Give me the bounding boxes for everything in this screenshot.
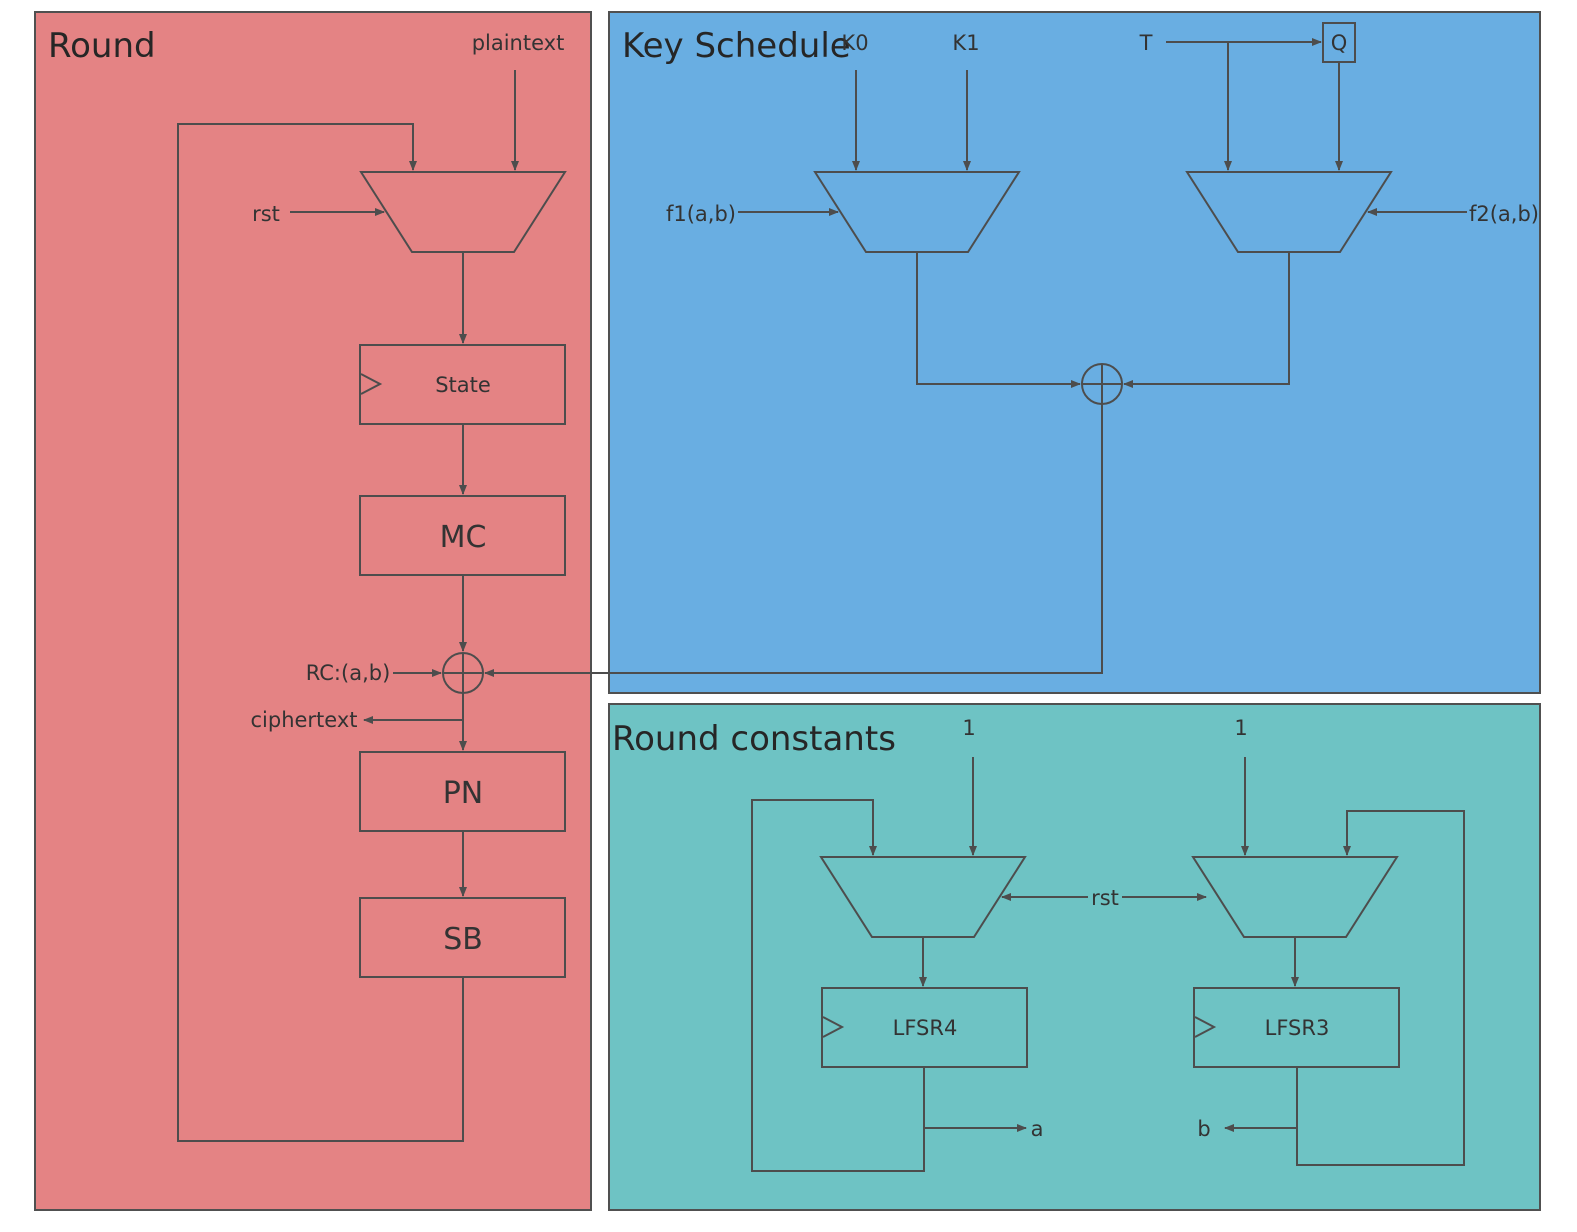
ciphertext-label: ciphertext (250, 708, 357, 732)
key-left-mux (813, 171, 1021, 253)
round-constants-background (608, 703, 1541, 1211)
q-label: Q (1331, 31, 1348, 55)
lfsr4-mux (819, 856, 1027, 938)
one-left-label: 1 (962, 716, 975, 740)
key-schedule-background (608, 11, 1541, 694)
t-label: T (1139, 31, 1153, 55)
plaintext-label: plaintext (472, 31, 565, 55)
a-output-label: a (1031, 1117, 1044, 1141)
lfsr3-mux (1191, 856, 1399, 938)
f1-label: f1(a,b) (666, 202, 736, 226)
round-constants-panel: Round constants 1 1 rst LFSR4 LFSR3 a b (608, 703, 1541, 1211)
k0-label: K0 (841, 31, 868, 55)
round-panel-background (34, 11, 592, 1211)
lfsr4-clock-icon (822, 1016, 845, 1038)
rc-label: RC:(a,b) (306, 661, 391, 685)
lfsr4-feedback-wire (751, 799, 925, 1172)
lfsr4-label: LFSR4 (893, 1016, 958, 1040)
left-mux-to-xor-wire (916, 252, 1081, 388)
key-right-mux (1185, 171, 1393, 253)
key-xor-cross (1082, 364, 1122, 404)
lfsr3-feedback-wire (1296, 810, 1465, 1166)
rc-rst-label: rst (1091, 886, 1119, 910)
b-output-label: b (1197, 1117, 1210, 1141)
sb-label: SB (443, 922, 483, 957)
round-input-mux (359, 171, 567, 253)
pn-label: PN (443, 776, 484, 811)
mc-label: MC (440, 520, 487, 555)
round-feedback-wire (177, 123, 464, 1142)
lfsr3-label: LFSR3 (1265, 1016, 1330, 1040)
round-constants-title: Round constants (612, 719, 896, 759)
round-key-wire (484, 404, 1103, 677)
key-schedule-title: Key Schedule (622, 26, 851, 66)
k1-label: K1 (952, 31, 979, 55)
lfsr3-clock-icon (1194, 1016, 1217, 1038)
f2-label: f2(a,b) (1469, 202, 1539, 226)
state-label: State (435, 373, 491, 397)
round-xor-cross (443, 653, 483, 693)
one-right-label: 1 (1234, 716, 1247, 740)
right-mux-to-xor-wire (1123, 252, 1290, 388)
key-schedule-panel: Key Schedule K0 K1 f1(a,b) T Q f2(a,b) (484, 11, 1541, 694)
round-panel-title: Round (48, 26, 156, 66)
round-rst-label: rst (252, 202, 280, 226)
state-clock-icon (360, 373, 383, 395)
round-panel: Round plaintext rst State MC RC:(a,b) ci… (34, 11, 592, 1211)
